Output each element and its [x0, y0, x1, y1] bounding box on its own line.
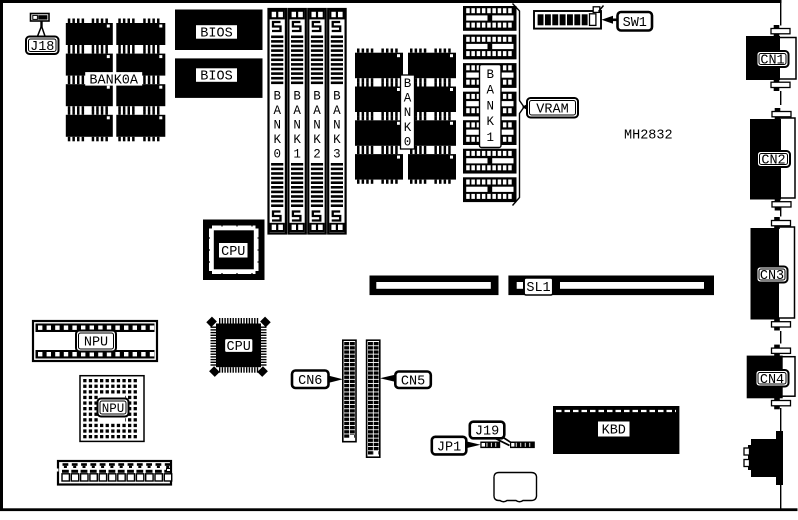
- svg-text:N: N: [404, 106, 412, 120]
- svg-text:CN4: CN4: [760, 373, 784, 388]
- svg-text:BIOS: BIOS: [200, 27, 232, 42]
- svg-text:K: K: [404, 121, 412, 135]
- svg-text:N: N: [313, 119, 321, 133]
- svg-text:0: 0: [273, 148, 281, 162]
- svg-text:A: A: [313, 104, 321, 118]
- svg-text:A: A: [404, 92, 412, 106]
- svg-text:CPU: CPU: [221, 245, 245, 260]
- svg-text:B: B: [273, 89, 281, 103]
- svg-text:K: K: [273, 133, 281, 147]
- svg-text:VRAM: VRAM: [536, 102, 568, 117]
- svg-text:B: B: [487, 68, 495, 82]
- svg-text:A: A: [487, 84, 495, 98]
- svg-text:N: N: [273, 119, 281, 133]
- svg-text:J18: J18: [30, 40, 54, 55]
- svg-text:CN5: CN5: [401, 374, 425, 389]
- svg-text:B: B: [404, 77, 412, 91]
- svg-text:KBD: KBD: [602, 424, 626, 439]
- svg-text:1: 1: [487, 131, 495, 145]
- svg-text:BANK0A: BANK0A: [89, 74, 139, 89]
- svg-text:CN3: CN3: [760, 269, 784, 284]
- svg-text:J19: J19: [475, 425, 499, 440]
- svg-text:B: B: [333, 89, 341, 103]
- svg-text:1: 1: [293, 148, 301, 162]
- svg-text:N: N: [333, 119, 341, 133]
- svg-text:K: K: [487, 115, 495, 129]
- svg-text:CPU: CPU: [227, 340, 251, 355]
- svg-text:NPU: NPU: [102, 402, 125, 416]
- svg-text:MH2832: MH2832: [624, 129, 673, 144]
- svg-text:NPU: NPU: [84, 336, 108, 351]
- svg-text:N: N: [487, 99, 495, 113]
- svg-text:CN1: CN1: [760, 54, 784, 69]
- svg-text:SL1: SL1: [526, 281, 550, 296]
- svg-text:2: 2: [313, 148, 321, 162]
- svg-text:N: N: [293, 119, 301, 133]
- svg-text:JP1: JP1: [437, 440, 461, 455]
- svg-text:K: K: [333, 133, 341, 147]
- svg-text:A: A: [273, 104, 281, 118]
- svg-text:BIOS: BIOS: [200, 70, 232, 85]
- svg-text:A: A: [293, 104, 301, 118]
- svg-text:CN2: CN2: [761, 154, 785, 169]
- svg-text:SW1: SW1: [623, 16, 647, 31]
- svg-text:CN6: CN6: [298, 374, 322, 389]
- svg-text:B: B: [293, 89, 301, 103]
- svg-text:0: 0: [404, 136, 412, 150]
- svg-text:3: 3: [333, 148, 341, 162]
- svg-text:A: A: [333, 104, 341, 118]
- svg-text:B: B: [313, 89, 321, 103]
- svg-text:K: K: [313, 133, 321, 147]
- svg-text:K: K: [293, 133, 301, 147]
